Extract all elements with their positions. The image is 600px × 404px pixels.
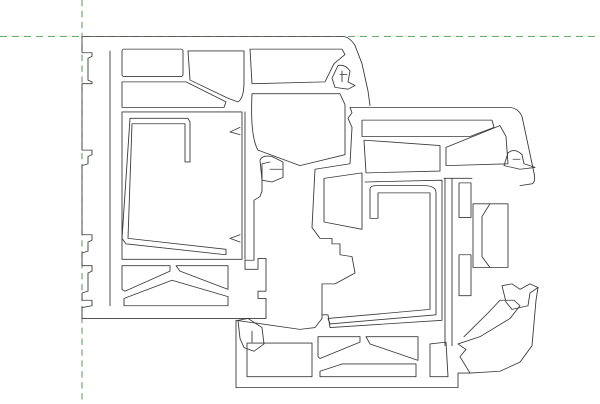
glazing-bead [457,287,539,374]
frame-chamber-4 [121,81,227,108]
sash-top-gasket [503,150,536,170]
frame-chamber-1 [121,48,184,77]
sash-bottom-chamber-mid [317,336,361,359]
frame-middle-gasket [259,155,284,183]
frame-bottom-chamber-right [175,265,229,290]
frame-reinforcement [121,117,227,256]
glass-spacer-upper [458,182,472,218]
frame-main-chamber [121,111,243,260]
sash-bottom-chamber-left [246,342,313,378]
sash-top-chamber [361,119,495,137]
sash-upper-chamber-right [445,125,509,167]
frame-chamber-3 [249,48,346,85]
glazing-bead-gasket [501,283,539,310]
sash-main-wall [321,179,443,328]
sash-upper-chamber-left [363,139,441,174]
glass-edge [443,177,473,347]
sash-bottom-chamber-base [319,363,417,378]
sash-bottom-chamber-right [365,336,419,361]
sash-reinforcement [327,185,437,325]
glazing-seal [472,203,509,268]
frame-top-gasket [331,64,356,90]
frame-middle-chamber [251,93,346,167]
glass-spacer-lower [458,254,472,297]
frame-bottom-chamber-base [123,279,229,307]
sash-outline [235,106,536,389]
frame-outline [81,35,371,319]
frame-bottom-chamber-left [121,265,171,292]
frame-chamber-2 [187,50,245,103]
sash-inner-chamber [323,172,363,230]
sash-bottom-gasket [237,318,265,352]
sash-corner-chamber [429,341,449,378]
frame-inner-wall [109,50,246,307]
